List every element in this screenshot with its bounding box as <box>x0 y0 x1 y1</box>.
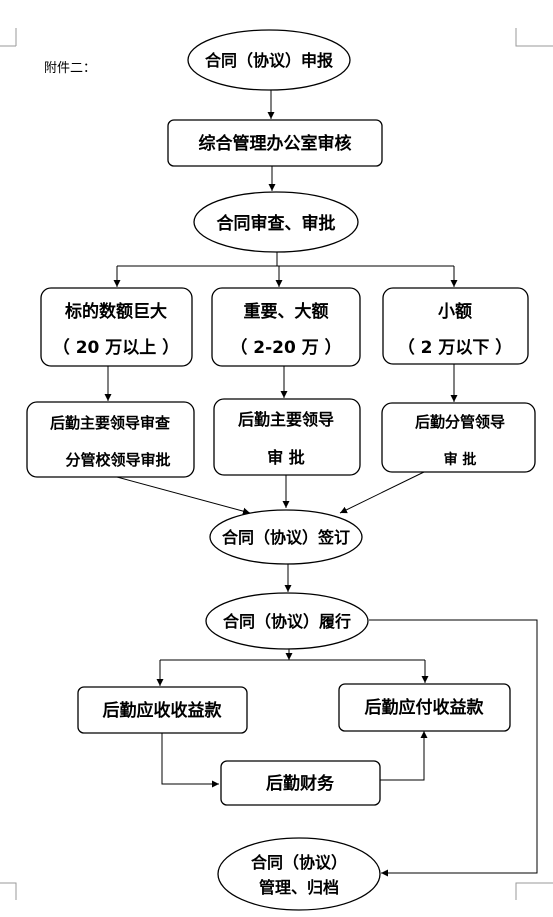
node-label: 小额 <box>438 301 472 322</box>
node-payable: 后勤应付收益款 <box>338 683 511 732</box>
connector <box>380 731 428 781</box>
node-label: 分管校领导审批 <box>65 451 170 469</box>
node-archive: 合同（协议） 管理、归档 <box>217 837 381 911</box>
connector <box>339 471 425 514</box>
node-label: 后勤应收收益款 <box>103 700 223 721</box>
connector <box>116 476 251 515</box>
node-contract-audit: 合同审查、审批 <box>193 191 359 253</box>
node-label: （ 2-20 万 ） <box>230 337 341 358</box>
node-label: 重要、大额 <box>244 301 329 322</box>
node-label: 审 批 <box>267 448 305 467</box>
node-label: 后勤分管领导 <box>415 413 505 431</box>
node-important-amount: 重要、大额 （ 2-20 万 ） <box>211 287 361 367</box>
node-finance: 后勤财务 <box>220 760 381 806</box>
node-label: （ 2 万以下 ） <box>398 337 513 358</box>
node-label: 审 批 <box>444 451 477 468</box>
node-label: 后勤主要领导 <box>238 410 334 429</box>
node-contract-signing: 合同（协议）签订 <box>209 509 363 565</box>
page-corner-marks <box>0 28 553 900</box>
node-label: 合同（协议）履行 <box>223 612 351 631</box>
node-receivable: 后勤应收收益款 <box>77 686 248 734</box>
node-contract-performance: 合同（协议）履行 <box>205 592 369 650</box>
node-deputy-leader-approve: 后勤分管领导 审 批 <box>381 402 536 473</box>
node-label: 后勤主要领导审查 <box>50 414 171 432</box>
node-contract-report: 合同（协议）申报 <box>187 29 351 91</box>
connector <box>161 733 219 788</box>
node-label: 后勤应付收益款 <box>365 697 485 718</box>
node-small-amount: 小额 （ 2 万以下 ） <box>382 287 529 365</box>
node-label: 管理、归档 <box>259 878 339 897</box>
node-chief-leader-review: 后勤主要领导审查 分管校领导审批 <box>26 401 195 478</box>
node-label: 合同审查、审批 <box>217 213 336 234</box>
node-label: 后勤财务 <box>266 773 335 794</box>
node-label: 合同（协议）签订 <box>222 528 350 547</box>
flow-connectors <box>104 90 538 877</box>
node-label: 合同（协议）申报 <box>205 51 333 70</box>
connector <box>369 619 538 877</box>
node-chief-leader-approve: 后勤主要领导 审 批 <box>213 398 361 476</box>
node-label: 合同（协议） <box>251 853 347 872</box>
node-label: 综合管理办公室审核 <box>199 133 352 154</box>
node-large-amount: 标的数额巨大 （ 20 万以上 ） <box>40 287 193 367</box>
node-label: 标的数额巨大 <box>65 301 167 322</box>
node-office-review: 综合管理办公室审核 <box>167 119 383 167</box>
node-label: （ 20 万以上 ） <box>53 337 179 358</box>
annex-label: 附件二： <box>44 61 96 76</box>
